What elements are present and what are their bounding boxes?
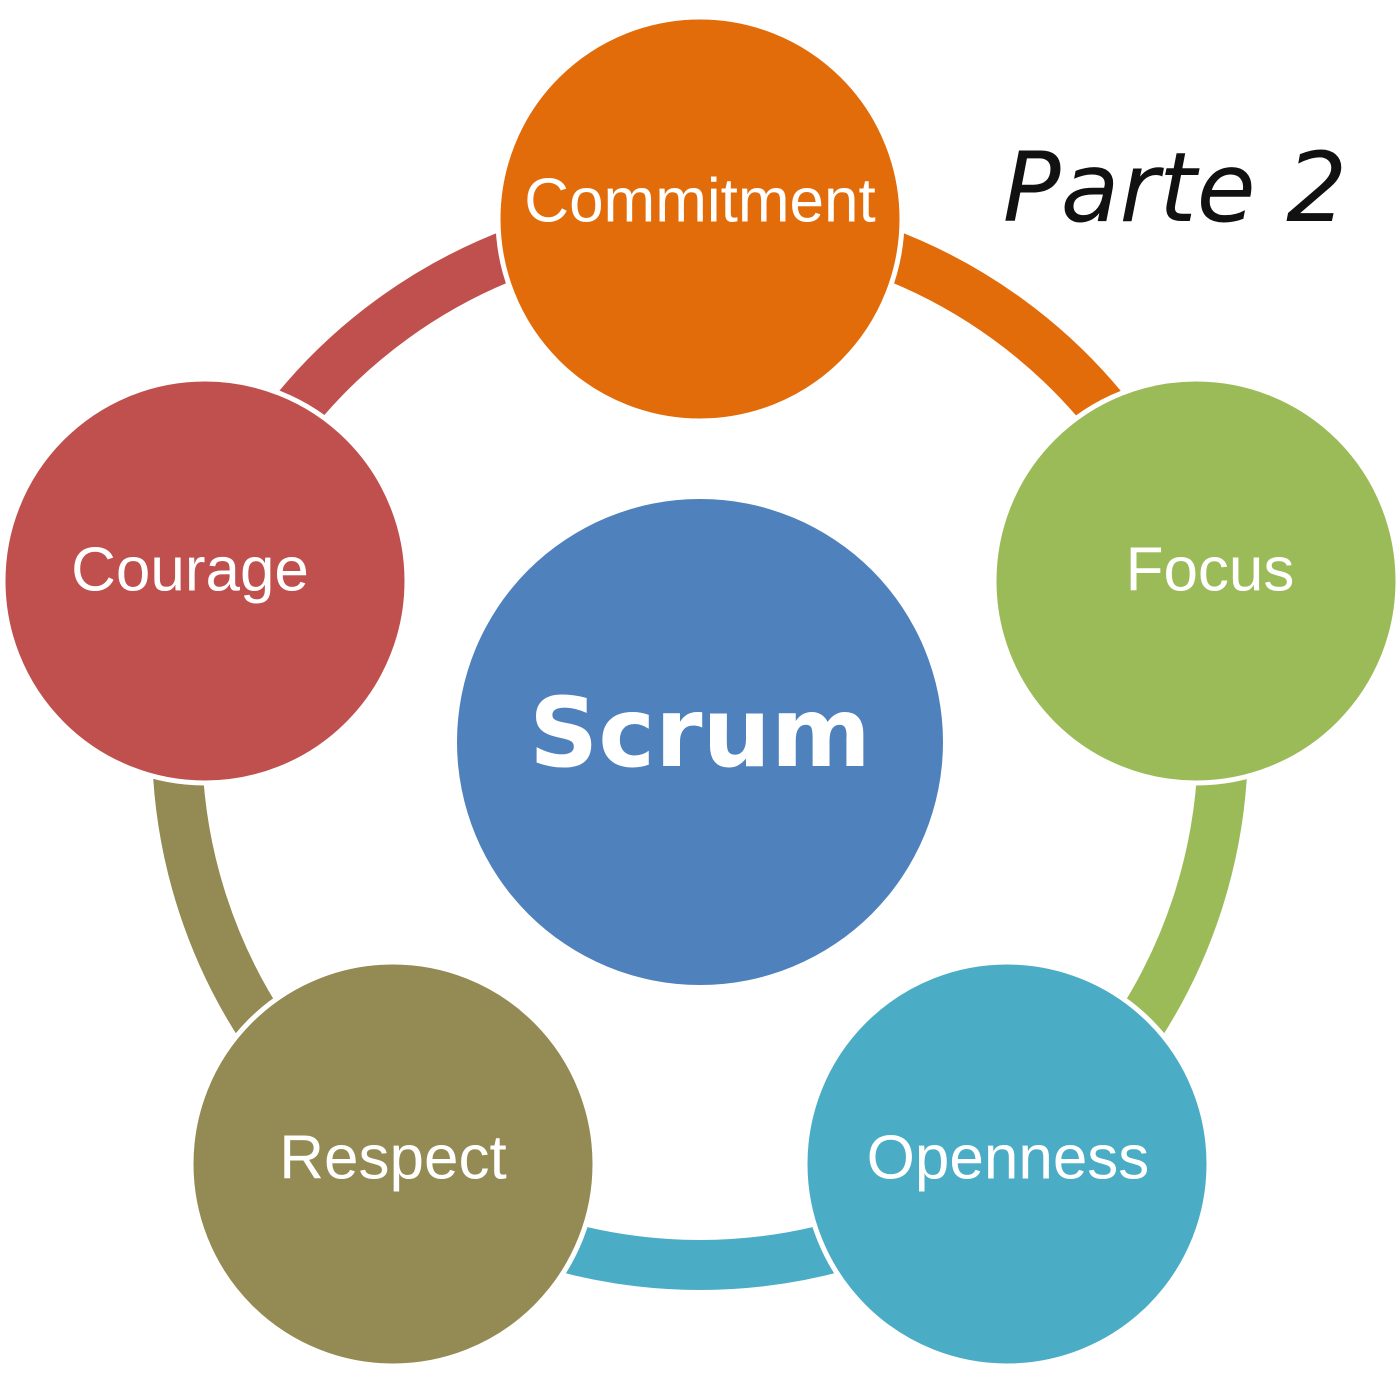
value-label-focus: Focus bbox=[1126, 536, 1295, 605]
value-node-commitment: Commitment bbox=[495, 14, 905, 424]
value-node-courage: Courage bbox=[0, 376, 410, 786]
page-title: Parte 2 bbox=[1003, 132, 1347, 244]
value-node-respect: Respect bbox=[188, 959, 598, 1369]
value-node-focus: Focus bbox=[991, 376, 1400, 786]
value-label-respect: Respect bbox=[279, 1124, 506, 1193]
value-circle-commitment bbox=[495, 14, 905, 424]
value-circle-courage bbox=[0, 376, 410, 786]
value-circle-focus bbox=[991, 376, 1400, 786]
center-circle bbox=[457, 499, 943, 985]
value-label-courage: Courage bbox=[71, 536, 309, 605]
value-circle-openness bbox=[802, 959, 1212, 1369]
value-label-openness: Openness bbox=[867, 1124, 1150, 1193]
value-node-openness: Openness bbox=[802, 959, 1212, 1369]
value-circle-respect bbox=[188, 959, 598, 1369]
center-node: Scrum bbox=[457, 499, 943, 985]
center-label: Scrum bbox=[529, 677, 871, 789]
value-label-commitment: Commitment bbox=[524, 167, 875, 236]
